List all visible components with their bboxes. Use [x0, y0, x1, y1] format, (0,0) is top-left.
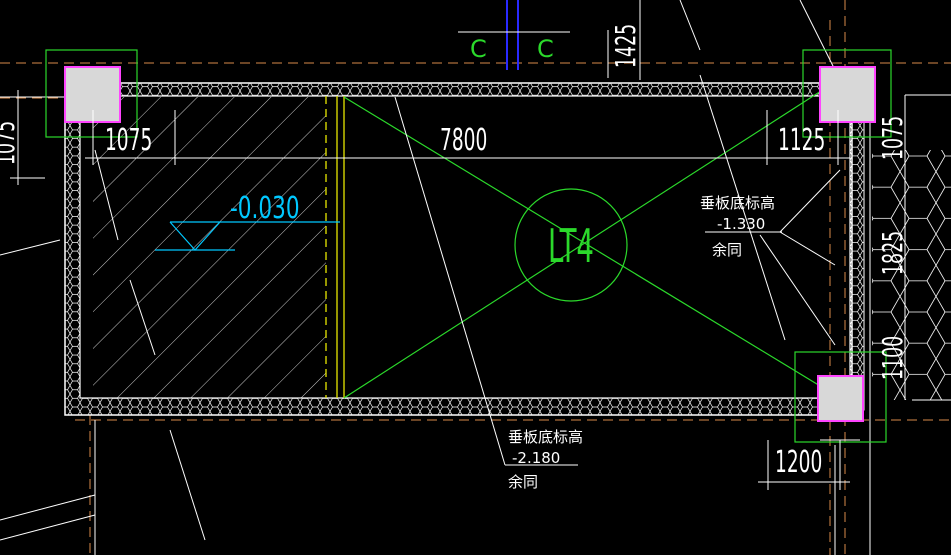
beam-tag-left: C — [470, 35, 487, 63]
right-hex-zone — [872, 150, 951, 400]
beam-tags: C C — [458, 31, 570, 63]
note-right-value: -1.330 — [717, 215, 765, 233]
dim-right-mid: 1825 — [877, 231, 909, 275]
note-left: 垂板底标高 -2.180 余同 — [508, 428, 583, 491]
note-left-title: 垂板底标高 — [508, 428, 583, 446]
beam-tag-right: C — [537, 35, 554, 63]
hatched-area — [93, 97, 326, 398]
dimension-lines — [10, 90, 906, 490]
dim-top-mid: 7800 — [440, 122, 487, 157]
elevation-symbol — [155, 221, 340, 251]
note-right-title: 垂板底标高 — [700, 194, 775, 212]
slab-label: LT4 — [548, 220, 594, 273]
elevation-mark: -0.030 — [230, 192, 300, 226]
beam-axis — [506, 0, 519, 70]
note-right: 垂板底标高 -1.330 余同 — [700, 194, 775, 259]
note-right-suffix: 余同 — [712, 241, 742, 259]
dim-top-right: 1125 — [778, 122, 825, 157]
dim-right-upper: 1075 — [877, 116, 909, 160]
dim-right-lower: 1100 — [877, 336, 909, 380]
slab-label-circle — [514, 188, 628, 302]
column-top-right — [802, 49, 892, 138]
stair-lines — [325, 96, 345, 398]
slab-wall — [64, 82, 865, 416]
dim-bottom-right: 1200 — [775, 444, 822, 479]
dim-top-vertical: 1425 — [610, 24, 642, 68]
note-left-suffix: 余同 — [508, 473, 538, 491]
dim-top-left: 1075 — [105, 122, 152, 157]
dim-left-vertical: 1075 — [0, 121, 21, 165]
note-left-value: -2.180 — [512, 449, 560, 467]
slab-cross — [343, 81, 836, 399]
